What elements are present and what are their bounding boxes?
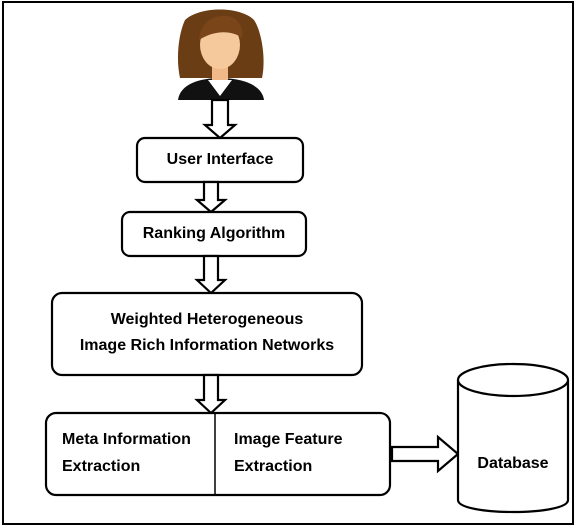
- ranking-algorithm-label: Ranking Algorithm: [142, 225, 286, 242]
- meta-information-label-line2: Extraction: [62, 458, 141, 475]
- user-avatar-icon: [177, 9, 264, 100]
- arrow-user-to-ui: [202, 98, 238, 140]
- user-interface-label: User Interface: [166, 151, 274, 168]
- image-feature-label-line1: Image Feature: [234, 431, 343, 448]
- weighted-networks-box: [50, 291, 364, 377]
- database-label: Database: [477, 455, 549, 472]
- weighted-networks-label-line1: Weighted Heterogeneous: [110, 311, 304, 328]
- extraction-box: [44, 411, 392, 497]
- weighted-networks-label-line2: Image Rich Information Networks: [79, 337, 335, 354]
- meta-information-label-line1: Meta Information: [62, 431, 191, 448]
- database-cylinder: [456, 362, 570, 514]
- arrow-ranking-to-networks: [194, 254, 228, 295]
- arrow-ui-to-ranking: [194, 180, 228, 214]
- arrow-networks-to-extraction: [194, 373, 228, 415]
- arrow-extraction-to-database: [390, 434, 460, 474]
- image-feature-label-line2: Extraction: [234, 458, 313, 475]
- user-interface-box: [135, 136, 305, 184]
